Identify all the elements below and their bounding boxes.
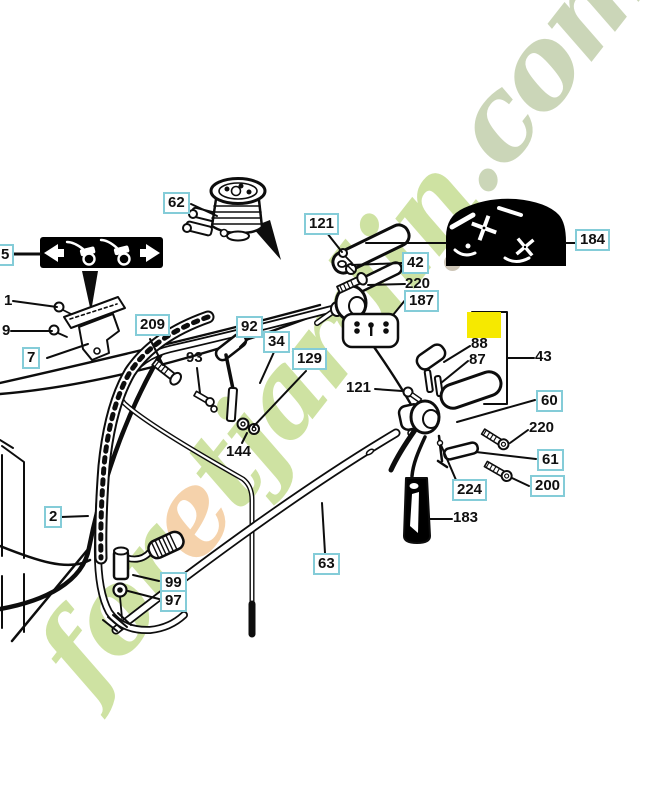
part-label-220: 220 [405,275,431,292]
part-label-87: 87 [469,351,486,368]
part-label-200: 200 [530,475,566,497]
part-label-93: 93 [186,349,203,366]
clamp-assembly-42 [314,223,411,326]
tines-sticker-184-icon [365,198,577,266]
bracket-61 [442,441,480,461]
part-label-9: 9 [2,322,11,339]
part-label-2: 2 [44,506,63,528]
part-label-144: 144 [226,443,252,460]
leader-lines [10,203,537,600]
hatched-wedge [102,612,132,632]
bolt-220a [336,272,368,294]
part-label-183: 183 [453,509,479,526]
part-label-43: 43 [535,348,552,365]
part-label-7: 7 [22,347,41,369]
part-label-42: 42 [402,252,429,274]
knob-88 [415,343,447,371]
cable-lines [0,303,416,643]
part-label-88: 88 [471,335,488,352]
part-label-60: 60 [536,390,563,412]
bolt-200 [483,460,513,482]
part-label-63: 63 [313,553,340,575]
direction-sticker-5-icon [40,237,163,268]
part-label-187: 187 [404,290,440,312]
part-label-97: 97 [160,590,187,612]
part-label-121b: 121 [346,379,372,396]
part-label-184: 184 [575,229,611,251]
part-label-121: 121 [304,213,340,235]
knob-99-97 [112,530,185,619]
grip-87 [439,370,503,410]
part-label-92: 92 [236,316,263,338]
throttle-part-62 [182,177,267,242]
part-label-1: 1 [4,292,13,309]
part-label-224: 224 [452,479,488,501]
screw-93 [193,390,218,413]
part-label-129: 129 [292,348,328,370]
grip-183 [403,477,431,544]
lever-92-rod-144 [214,332,260,435]
part-label-62: 62 [163,192,190,214]
selected-part-highlight [467,312,501,338]
part-label-5: 5 [0,244,15,266]
control-plate-187 [341,312,400,349]
right-lever-assembly-43 [388,343,513,482]
bracket-7-assembly [48,296,126,361]
bolt-220b [480,428,510,451]
perforated-strap-2 [94,310,215,565]
handlebar-tube-63 [111,428,401,635]
part-label-61: 61 [537,449,564,471]
part-label-209: 209 [135,314,171,336]
part-label-220b: 220 [529,419,555,436]
part-label-34: 34 [263,331,290,353]
screw-209 [151,358,183,386]
